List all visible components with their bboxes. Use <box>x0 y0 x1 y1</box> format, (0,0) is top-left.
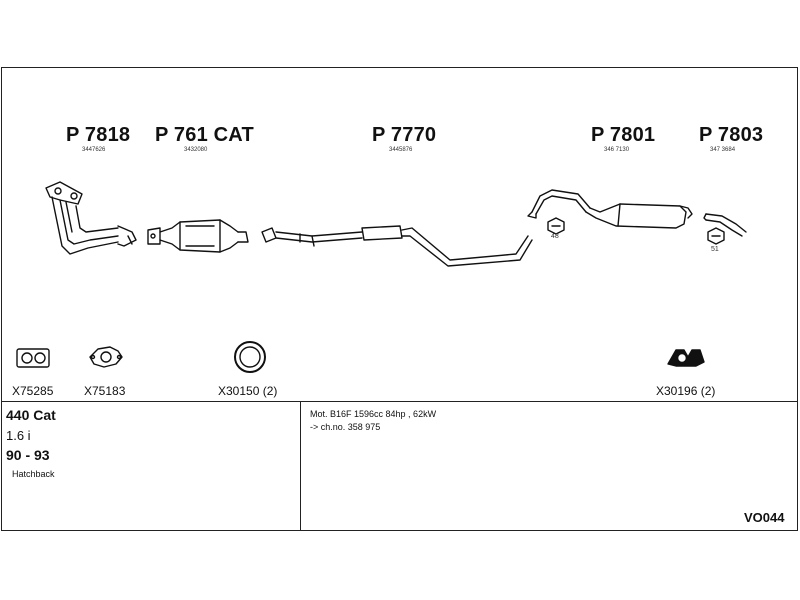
tail-pipe-drawing <box>703 213 747 237</box>
part-number-p7770: P 7770 <box>372 124 437 146</box>
ref-number-p7818: 3447626 <box>82 147 106 153</box>
part-number-p7818: P 7818 <box>66 124 131 146</box>
middle-pipe-drawing <box>261 225 533 267</box>
gasket-x75285-drawing <box>16 348 50 368</box>
accessory-label-x30196: X30196 (2) <box>656 384 716 398</box>
vehicle-body: Hatchback <box>12 469 55 479</box>
accessory-label-x75183: X75183 <box>84 384 126 398</box>
vehicle-years: 90 - 93 <box>6 447 50 463</box>
hanger-x30196-drawing <box>667 349 705 367</box>
accessory-label-x30150: X30150 (2) <box>218 384 278 398</box>
accessory-label-x75285: X75285 <box>12 384 54 398</box>
section-divider <box>1 401 798 402</box>
hanger-label-48: 48 <box>551 233 559 240</box>
hanger-51-drawing <box>707 227 725 245</box>
hanger-label-51: 51 <box>711 246 719 253</box>
ref-number-p7803: 347 3684 <box>710 147 736 153</box>
chassis-note: -> ch.no. 358 975 <box>310 422 381 432</box>
info-divider <box>300 401 301 531</box>
motor-note: Mot. B16F 1596cc 84hp , 62kW <box>310 409 437 419</box>
ref-number-p7770: 3445876 <box>389 147 413 153</box>
gasket-x75183-drawing <box>89 346 123 368</box>
front-pipe-drawing <box>45 181 137 255</box>
diagram-code: VO044 <box>744 510 785 525</box>
part-number-p761cat: P 761 CAT <box>155 124 254 146</box>
ref-number-p7801: 346 7130 <box>604 147 630 153</box>
catalytic-converter-drawing <box>147 219 249 253</box>
part-number-p7803: P 7803 <box>699 124 764 146</box>
vehicle-engine: 1.6 i <box>6 428 31 443</box>
vehicle-model: 440 Cat <box>6 407 56 423</box>
hanger-48-drawing <box>547 217 565 235</box>
ref-number-p761cat: 3432080 <box>184 147 208 153</box>
part-number-p7801: P 7801 <box>591 124 656 146</box>
ring-x30150-drawing <box>234 341 266 373</box>
rear-silencer-drawing <box>527 189 693 229</box>
diagram-frame <box>1 67 798 531</box>
